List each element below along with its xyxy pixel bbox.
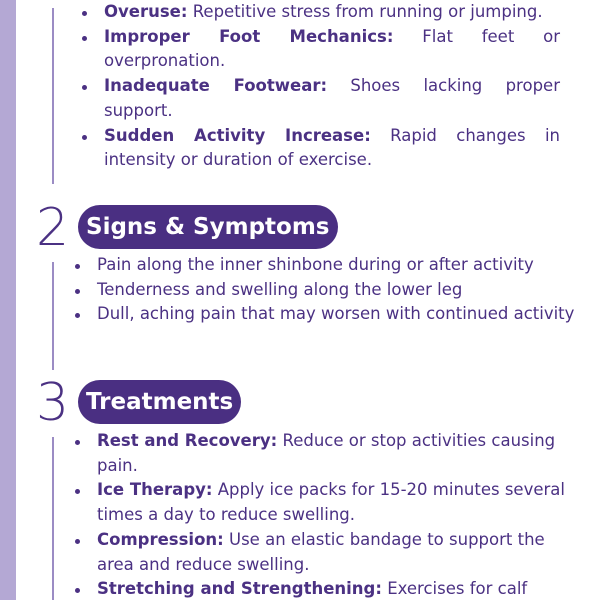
causes-list: Overuse: Repetitive stress from running …: [82, 0, 561, 173]
item-term: Rest and Recovery:: [97, 431, 278, 450]
item-term: Inadequate Footwear:: [104, 76, 328, 96]
item-text: Shoes lacking proper support.: [104, 76, 560, 120]
item-term: Stretching and Strengthening:: [97, 579, 382, 599]
item-text: Flat feet or overpronation.: [104, 26, 561, 71]
list-item: Dull, aching pain that may worsen with c…: [75, 302, 575, 327]
section-number: 3: [36, 373, 70, 433]
treatments-list: Rest and Recovery: Reduce or stop activi…: [75, 429, 565, 602]
item-text: Rapid changes in intensity or duration o…: [104, 125, 560, 170]
item-term: Overuse:: [104, 2, 188, 21]
list-item: Overuse: Repetitive stress from running …: [82, 0, 560, 25]
list-item: Ice Therapy: Apply ice packs for 15-20 m…: [75, 478, 565, 527]
list-item: Sudden Activity Increase: Rapid changes …: [82, 124, 560, 173]
section-2-line: [52, 262, 54, 370]
list-item: Improper Foot Mechanics: Flat feet or ov…: [82, 25, 561, 74]
item-term: Sudden Activity Increase:: [104, 125, 371, 145]
list-item: Compression: Use an elastic bandage to s…: [75, 528, 565, 577]
item-text: Apply ice packs for 15-20 minutes severa…: [97, 480, 565, 525]
item-text: Exercises for calf: [381, 579, 528, 599]
list-item: Tenderness and swelling along the lower …: [75, 278, 575, 303]
item-term: Compression:: [97, 529, 224, 549]
item-term: Ice Therapy:: [97, 480, 213, 500]
item-text: Repetitive stress from running or jumpin…: [187, 2, 543, 21]
list-item: Stretching and Strengthening: Exercises …: [75, 577, 565, 602]
section-heading-treatments: Treatments: [78, 380, 242, 424]
section-heading-signs-symptoms: Signs & Symptoms: [78, 205, 338, 249]
item-text: Use an elastic bandage to support the ar…: [97, 529, 545, 574]
item-term: Improper Foot Mechanics:: [104, 26, 394, 46]
symptoms-list: Pain along the inner shinbone during or …: [75, 253, 575, 327]
item-text: Reduce or stop activities causing pain.: [97, 431, 556, 475]
sidebar-accent-bar: [0, 0, 16, 600]
section-3-line: [52, 437, 54, 600]
list-item: Rest and Recovery: Reduce or stop activi…: [75, 429, 565, 478]
list-item: Pain along the inner shinbone during or …: [75, 253, 575, 278]
section-number: 2: [36, 198, 70, 258]
section-1-line: [52, 8, 54, 184]
list-item: Inadequate Footwear: Shoes lacking prope…: [82, 74, 560, 123]
